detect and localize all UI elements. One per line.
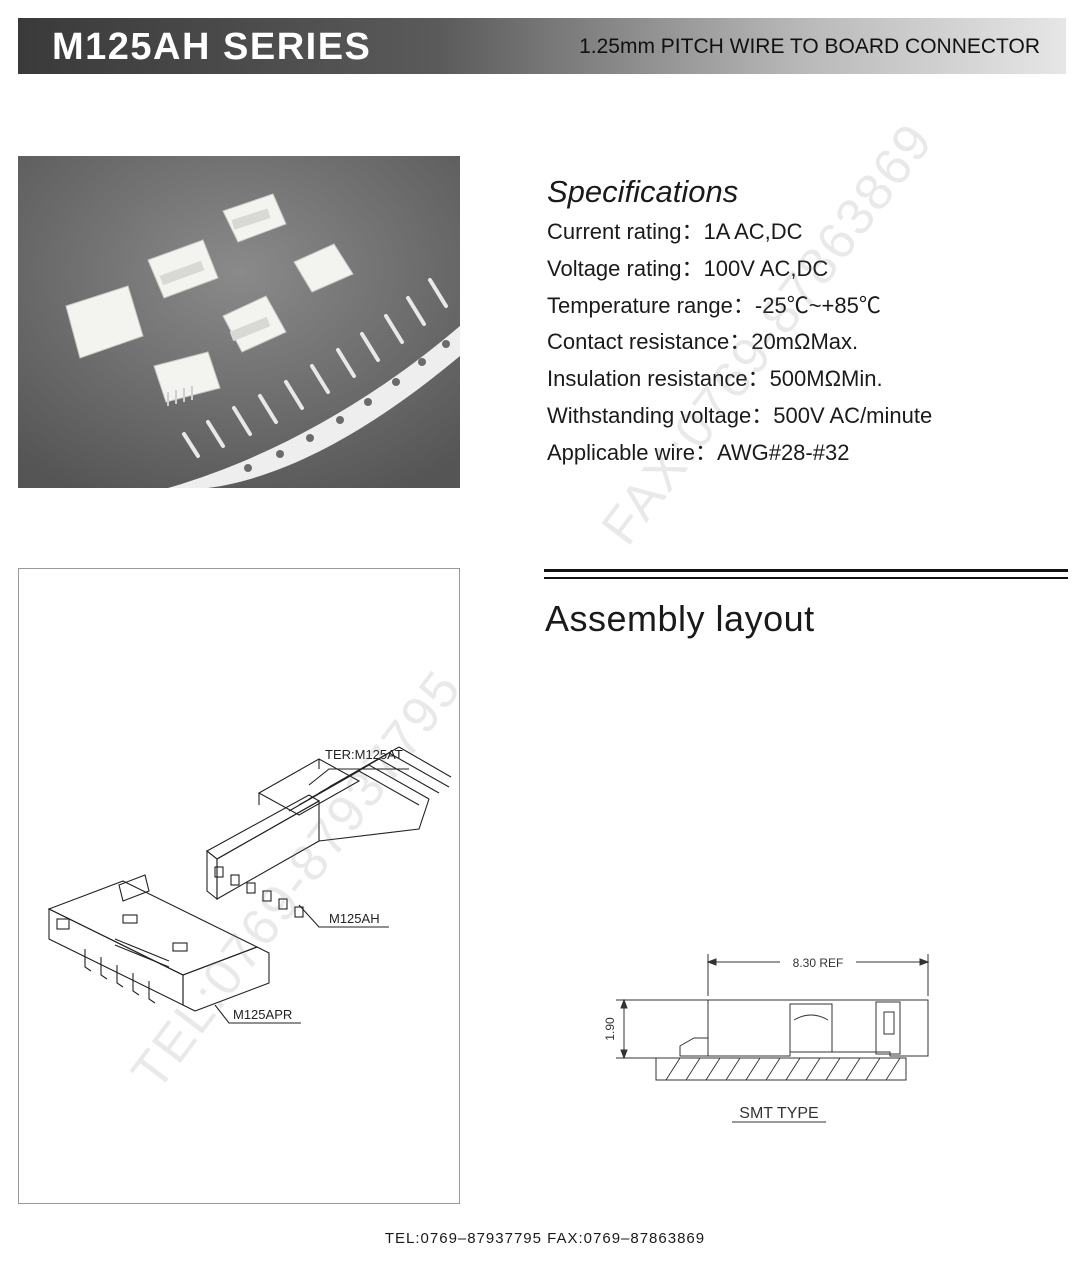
spec-value: -25℃~+85℃: [754, 292, 881, 318]
series-title: M125AH SERIES: [52, 26, 372, 68]
spec-label: Contact resistance：: [547, 329, 752, 355]
spec-value: 1A AC,DC: [703, 219, 803, 244]
spec-row-contact-resistance: Contact resistance：20mΩMax.: [547, 324, 932, 361]
specifications-title: Specifications: [547, 174, 739, 209]
spec-value: 100V AC,DC: [703, 255, 829, 281]
spec-row-voltage: Voltage rating：100V AC,DC: [547, 251, 932, 288]
section-rule-thick: [544, 569, 1068, 572]
spec-label: Current rating：: [547, 219, 704, 244]
assembly-drawing-frame: TER:M125AT M125AH M125APR: [18, 568, 460, 1204]
spec-row-current: Current rating：1A AC,DC: [547, 214, 932, 251]
smt-drawing: 8.30 REF 1.90 SMT TYPE: [603, 954, 930, 1123]
spec-row-temperature: Temperature range：-25℃~+85℃: [547, 288, 932, 325]
product-photo-illustration: [18, 156, 460, 488]
spec-value: 20mΩMax.: [751, 329, 859, 355]
assembly-title: Assembly layout: [545, 598, 815, 639]
label-header: M125APR: [233, 1007, 292, 1022]
spec-label: Voltage rating：: [547, 255, 704, 281]
spec-label: Insulation resistance：: [547, 366, 770, 392]
product-photo: [18, 156, 460, 488]
series-subtitle: 1.25mm PITCH WIRE TO BOARD CONNECTOR: [579, 35, 1040, 58]
header-band: M125AH SERIES 1.25mm PITCH WIRE TO BOARD…: [18, 18, 1066, 74]
section-rule-thin: [544, 577, 1068, 579]
spec-label: Temperature range：: [547, 292, 755, 318]
footer-contact: TEL:0769–87937795 FAX:0769–87863869: [384, 1230, 706, 1247]
smt-type-label: SMT TYPE: [739, 1105, 818, 1122]
dim-height-label: 1.90: [603, 1017, 617, 1041]
spec-label: Withstanding voltage：: [547, 402, 774, 428]
spec-row-insulation-resistance: Insulation resistance：500MΩMin.: [547, 361, 932, 398]
spec-row-withstanding-voltage: Withstanding voltage：500V AC/minute: [547, 398, 932, 435]
spec-label: Applicable wire：: [547, 439, 717, 465]
spec-row-applicable-wire: Applicable wire：AWG#28-#32: [547, 435, 932, 472]
spec-value: AWG#28-#32: [716, 439, 850, 465]
dim-width-label: 8.30 REF: [793, 956, 844, 970]
specifications: Specifications Current rating：1A AC,DC V…: [547, 174, 932, 472]
assembly-drawing: TER:M125AT M125AH M125APR: [47, 746, 452, 1024]
label-terminal: TER:M125AT: [325, 747, 403, 762]
smt-cross-section: 8.30 REF 1.90 SMT TYPE: [590, 940, 950, 1130]
spec-value: 500MΩMin.: [769, 366, 883, 392]
label-housing: M125AH: [329, 911, 380, 926]
spec-value: 500V AC/minute: [773, 402, 933, 428]
